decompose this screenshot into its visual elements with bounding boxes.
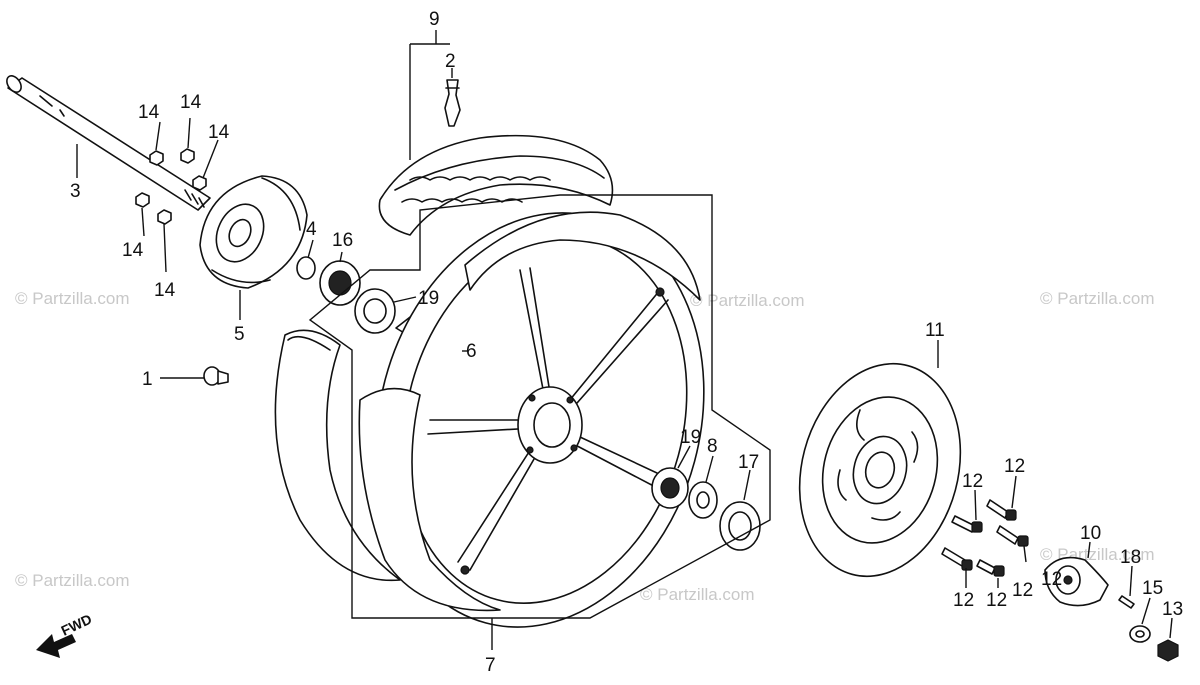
wheel-part — [358, 211, 705, 628]
callout-17: 17 — [738, 452, 759, 473]
forward-direction-indicator: FWD — [36, 611, 94, 658]
watermark-right: © Partzilla.com — [1040, 289, 1155, 308]
callout-4: 4 — [306, 219, 317, 240]
watermark-middle-low: © Partzilla.com — [640, 585, 755, 604]
watermark-left: © Partzilla.com — [15, 289, 130, 308]
callout-9: 9 — [429, 9, 440, 30]
tire-part — [378, 134, 614, 236]
callout-12-b: 12 — [1004, 456, 1025, 477]
callout-12-d: 12 — [953, 590, 974, 611]
brake-disc-part — [798, 362, 962, 578]
nut-parts — [135, 148, 207, 225]
callout-6: 6 — [466, 341, 477, 362]
disc-bolt-parts — [941, 499, 1029, 577]
small-fastener-parts — [1118, 595, 1179, 662]
callout-16: 16 — [332, 230, 353, 251]
callout-8: 8 — [707, 436, 718, 457]
gearbox-part — [1044, 556, 1109, 607]
callout-3: 3 — [70, 181, 81, 202]
callout-14-d: 14 — [122, 240, 144, 261]
callout-11: 11 — [925, 320, 945, 341]
axle-part — [6, 75, 211, 211]
callout-12-f: 12 — [1041, 569, 1062, 590]
watermark-middle: © Partzilla.com — [690, 291, 805, 310]
callout-13: 13 — [1162, 599, 1183, 620]
callout-12-a: 12 — [962, 471, 983, 492]
callout-14-c: 14 — [208, 122, 230, 143]
rim-band-part — [274, 329, 401, 582]
tire-group-bracket — [409, 43, 450, 160]
watermark-bottom-left: © Partzilla.com — [15, 571, 130, 590]
valve-stem-part — [444, 79, 461, 127]
forward-arrow-icon — [36, 634, 76, 658]
callout-14-b: 14 — [180, 92, 202, 113]
callout-7: 7 — [485, 655, 496, 676]
callout-5: 5 — [234, 324, 245, 345]
hub-cover-part — [199, 175, 308, 289]
assembly-group-outline — [308, 194, 771, 619]
callout-19-a: 19 — [418, 288, 439, 309]
callout-12-c: 12 — [1012, 580, 1033, 601]
callout-19-b: 19 — [680, 427, 701, 448]
callout-12-e: 12 — [986, 590, 1007, 611]
callout-18: 18 — [1120, 547, 1141, 568]
callout-10: 10 — [1080, 523, 1101, 544]
valve-cap-part — [203, 366, 229, 386]
callout-1: 1 — [142, 369, 153, 390]
callout-15: 15 — [1142, 578, 1163, 599]
leader-lines — [76, 30, 1173, 650]
callout-2: 2 — [445, 51, 456, 72]
callout-14-e: 14 — [154, 280, 176, 301]
right-bearing-parts — [651, 467, 761, 551]
fwd-label: FWD — [59, 611, 95, 639]
callout-14-a: 14 — [138, 102, 160, 123]
